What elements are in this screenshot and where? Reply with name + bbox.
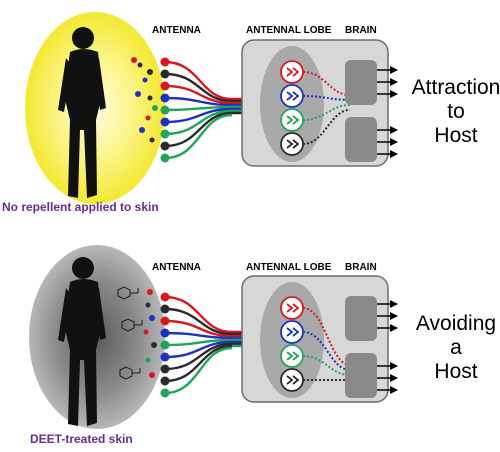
antennal-lobe-header: ANTENNAL LOBE <box>246 25 332 36</box>
odor-molecules <box>143 289 157 378</box>
antennal-lobe-header: ANTENNAL LOBE <box>246 262 332 273</box>
antenna-neurons <box>160 57 233 163</box>
panel-no-repellent: ANTENNA ANTENNAL LOBE BRAIN No repellent… <box>2 12 500 214</box>
outcome-line-3: Host <box>434 360 477 383</box>
outcome-line-1: Avoiding <box>416 312 496 335</box>
human-silhouette <box>58 257 106 426</box>
brain-regions <box>345 296 377 398</box>
brain-header: BRAIN <box>345 262 377 273</box>
human-silhouette <box>58 27 106 198</box>
outcome-line-1: Attraction <box>412 76 500 99</box>
brain-header: BRAIN <box>345 25 377 36</box>
projection-neurons <box>302 71 351 145</box>
glomeruli <box>280 296 304 392</box>
outcome-line-3: Host <box>434 124 477 147</box>
output-arrows <box>377 66 398 158</box>
projection-neurons <box>302 307 351 382</box>
outcome-line-2: to <box>447 100 465 123</box>
antenna-header: ANTENNA <box>152 25 201 36</box>
panel-deet-treated: ANTENNA ANTENNAL LOBE BRAIN DEET-treated… <box>29 245 496 446</box>
deet-molecules <box>117 286 143 380</box>
antenna-neurons <box>160 292 233 398</box>
output-arrows <box>377 300 398 394</box>
brain-regions <box>345 60 377 162</box>
odor-molecules <box>131 57 158 143</box>
panel-caption: DEET-treated skin <box>30 432 133 446</box>
antenna-header: ANTENNA <box>152 262 201 273</box>
glomeruli <box>280 60 304 156</box>
panel-caption: No repellent applied to skin <box>2 200 159 214</box>
outcome-line-2: a <box>450 336 462 359</box>
